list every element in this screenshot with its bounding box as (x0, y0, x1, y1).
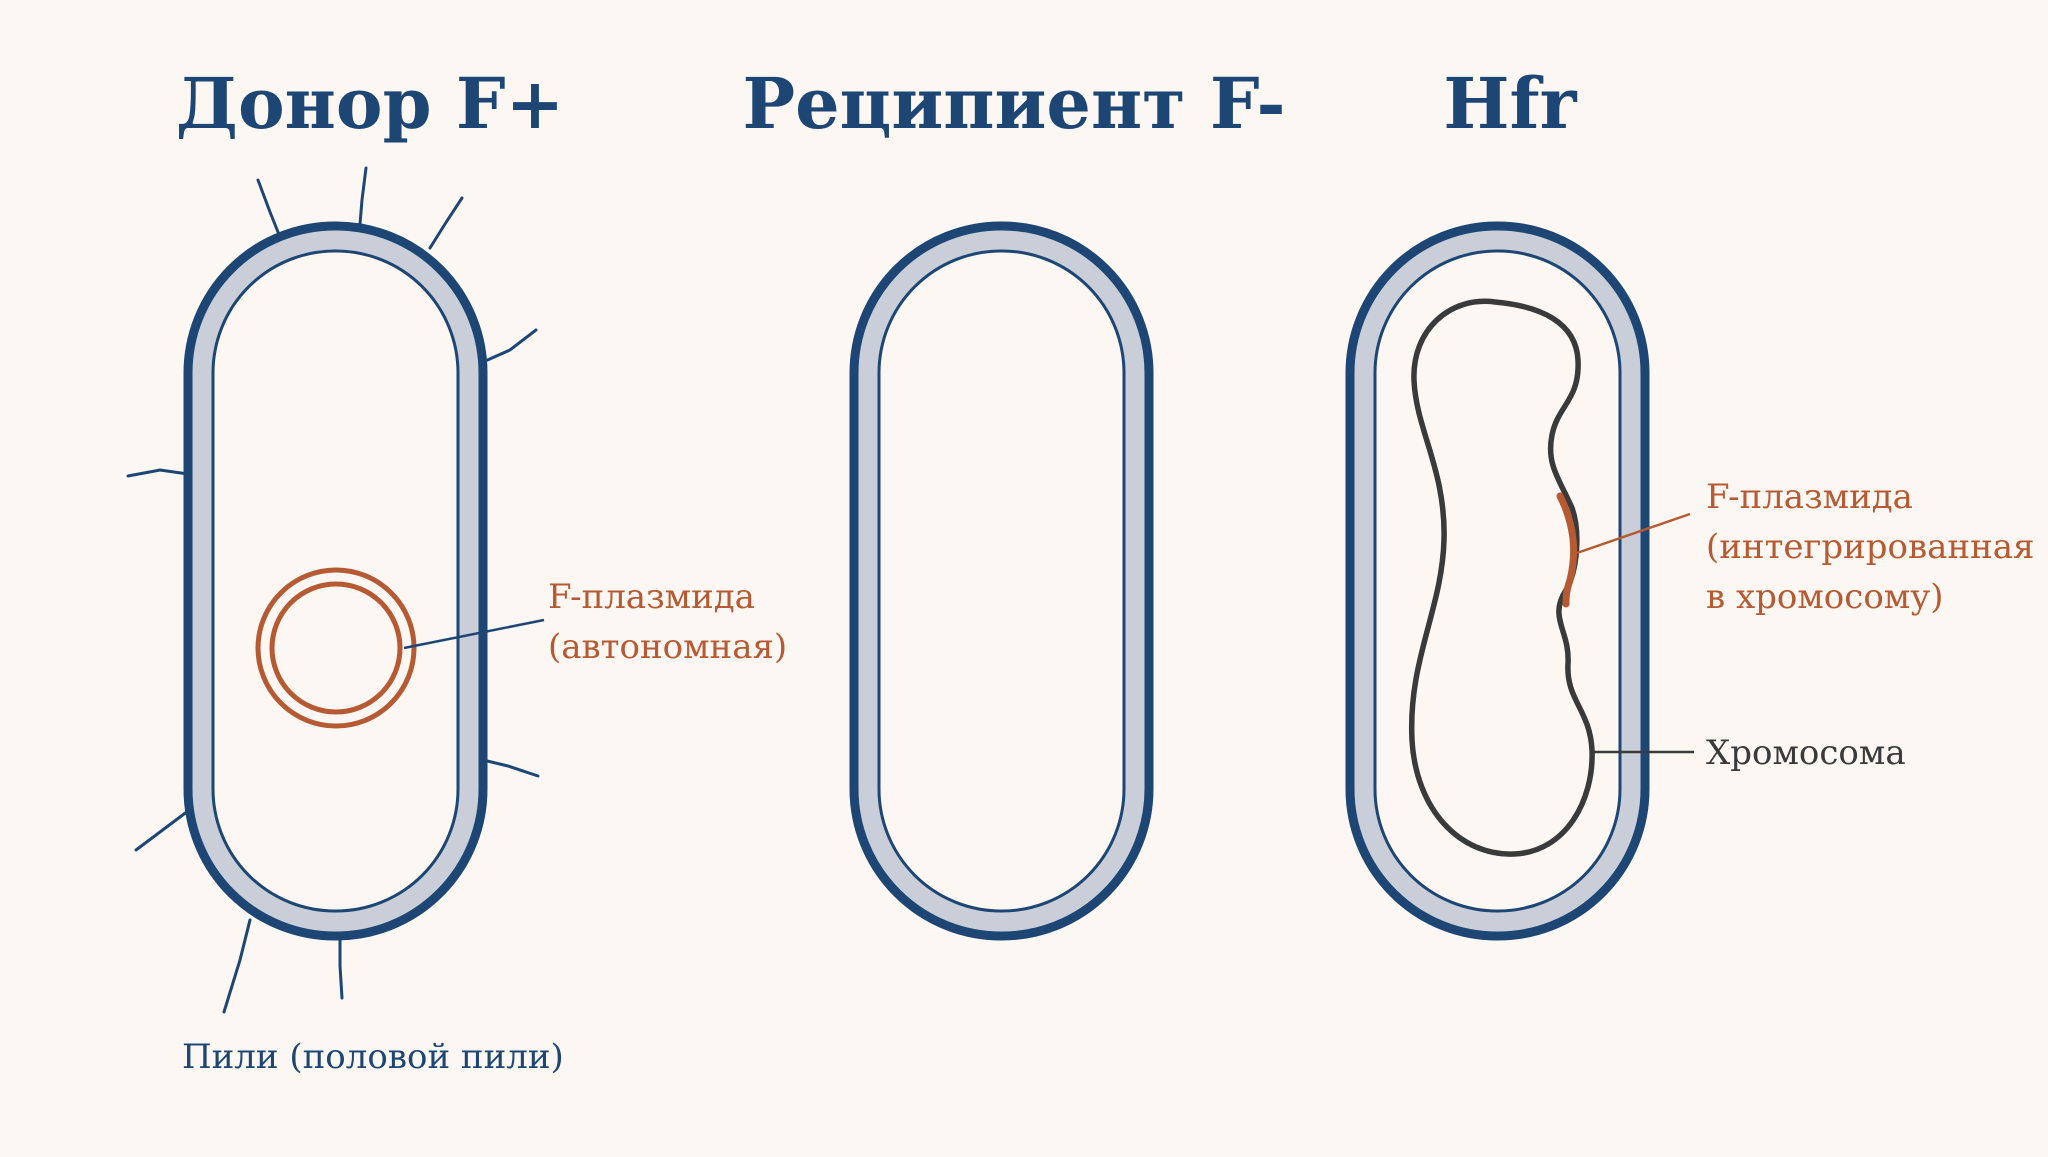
plasmid-integrated-label-line1: F-плазмида (1706, 477, 1913, 517)
pilus (358, 166, 368, 226)
pilus (428, 196, 464, 250)
title-donor: Донор F+ (176, 62, 565, 145)
chromosome-loop (1408, 298, 1595, 857)
plasmid-autonomous-label-line2: (автономная) (548, 627, 787, 667)
pilus (481, 758, 540, 778)
plasmid-autonomous-label-line1: F-плазмида (548, 577, 755, 617)
pilus (256, 178, 280, 234)
integrated-plasmid-segment (1556, 492, 1578, 608)
pilus (126, 468, 190, 478)
pilus (134, 806, 194, 852)
pili-group (126, 166, 540, 1014)
donor-cell: F-плазмида (автономная) Пили (половой пи… (126, 166, 787, 1077)
cell-wall-inner (877, 249, 1126, 913)
chromosome-label: Хромосома (1706, 733, 1906, 773)
cell-wall-inner (211, 249, 460, 913)
plasmid-integrated-label-line3: в хромосому) (1706, 577, 1944, 617)
pilus (338, 934, 344, 1000)
hfr-cell: F-плазмида (интегрированная в хромосому)… (1345, 221, 2034, 941)
title-recipient: Реципиент F- (742, 62, 1285, 145)
pili-label: Пили (половой пили) (182, 1037, 564, 1077)
pilus (222, 918, 252, 1014)
recipient-cell (849, 221, 1154, 941)
f-plasmid-inner-ring (269, 581, 403, 715)
title-hfr: Hfr (1443, 62, 1577, 145)
pilus (481, 328, 538, 364)
plasmid-integrated-label-line2: (интегрированная (1706, 527, 2034, 567)
integrated-plasmid-leader-line (1573, 512, 1691, 556)
plasmid-leader-line (403, 618, 545, 650)
f-plasmid-outer-ring (255, 567, 417, 729)
cell-wall-inner (1373, 249, 1622, 913)
